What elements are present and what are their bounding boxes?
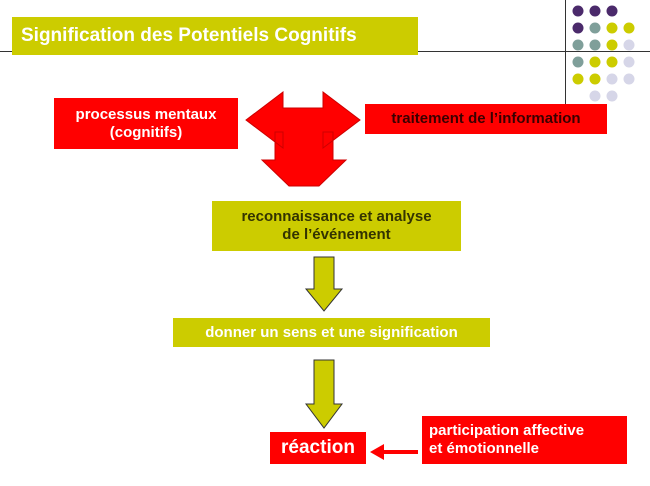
decor-dot — [589, 56, 601, 68]
arrow-down-1 — [304, 256, 344, 312]
decor-dot — [623, 56, 635, 68]
decor-vertical-line — [565, 0, 566, 104]
decor-dot-grid — [572, 5, 635, 102]
decor-dot — [589, 39, 601, 51]
decor-dot — [623, 39, 635, 51]
decor-dot — [572, 5, 584, 17]
node-traitement-information: traitement de l’information — [365, 104, 607, 134]
decor-dot — [623, 22, 635, 34]
node-reaction: réaction — [270, 432, 366, 464]
arrow-left — [370, 444, 418, 460]
merge-arrow-shape — [245, 90, 361, 187]
decor-dot — [589, 90, 601, 102]
decor-dot — [606, 73, 618, 85]
slide-title: Signification des Potentiels Cognitifs — [12, 17, 418, 55]
decor-dot — [589, 5, 601, 17]
decor-dot — [606, 22, 618, 34]
arrow-down-2 — [305, 359, 343, 429]
decor-dot — [589, 22, 601, 34]
decor-dot — [606, 56, 618, 68]
node-donner-sens: donner un sens et une signification — [173, 318, 490, 347]
node-processus-mentaux: processus mentaux (cognitifs) — [54, 98, 238, 149]
decor-dot — [572, 22, 584, 34]
node-reconnaissance-analyse: reconnaissance et analyse de l’événement — [212, 201, 461, 251]
decor-dot — [606, 5, 618, 17]
decor-dot — [606, 90, 618, 102]
decor-dot — [572, 39, 584, 51]
node-participation-affective: participation affective et émotionnelle — [422, 416, 627, 464]
decor-dot — [572, 73, 584, 85]
decor-dot — [589, 73, 601, 85]
decor-dot — [572, 56, 584, 68]
decor-dot — [606, 39, 618, 51]
decor-dot — [623, 73, 635, 85]
